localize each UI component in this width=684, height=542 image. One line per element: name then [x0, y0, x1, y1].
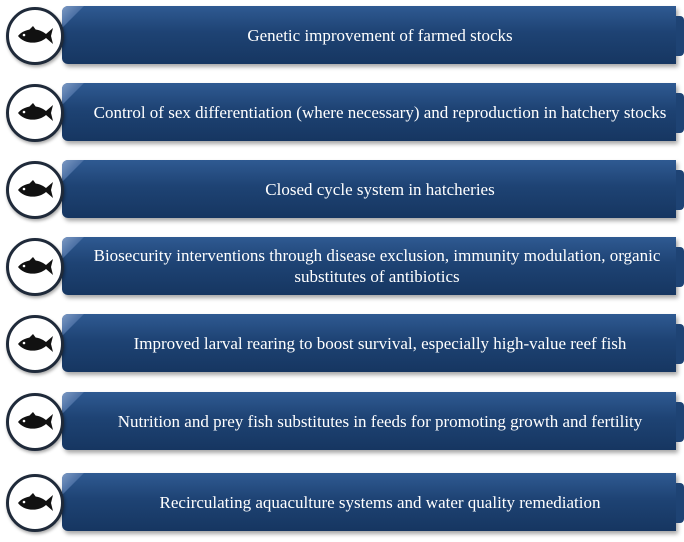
list-item: Closed cycle system in hatcheries [0, 156, 684, 220]
fish-icon [18, 103, 53, 121]
list-item: Recirculating aquaculture systems and wa… [0, 469, 684, 533]
fish-badge [6, 315, 64, 373]
item-label: Biosecurity interventions through diseas… [93, 246, 661, 286]
item-bar: Control of sex differentiation (where ne… [62, 83, 684, 141]
item-bar: Improved larval rearing to boost surviva… [62, 314, 684, 372]
item-label: Control of sex differentiation (where ne… [93, 102, 667, 122]
item-label: Recirculating aquaculture systems and wa… [159, 492, 601, 512]
item-label: Closed cycle system in hatcheries [265, 179, 495, 199]
list-item: Nutrition and prey fish substitutes in f… [0, 388, 684, 452]
list-item: Biosecurity interventions through diseas… [0, 233, 684, 297]
item-bar: Biosecurity interventions through diseas… [62, 237, 684, 295]
list-item: Control of sex differentiation (where ne… [0, 79, 684, 143]
fish-icon [18, 180, 53, 198]
item-bar: Genetic improvement of farmed stocks [62, 6, 684, 64]
item-label: Nutrition and prey fish substitutes in f… [117, 411, 643, 431]
fish-badge [6, 474, 64, 532]
item-bar: Nutrition and prey fish substitutes in f… [62, 392, 684, 450]
item-label: Genetic improvement of farmed stocks [247, 25, 513, 45]
item-bar: Recirculating aquaculture systems and wa… [62, 473, 684, 531]
fish-badge [6, 238, 64, 296]
item-label: Improved larval rearing to boost surviva… [133, 333, 627, 353]
fish-icon [18, 493, 53, 511]
fish-badge [6, 393, 64, 451]
fish-icon [18, 412, 53, 430]
fish-icon [18, 26, 53, 44]
item-bar: Closed cycle system in hatcheries [62, 160, 684, 218]
fish-icon [18, 257, 53, 275]
fish-badge [6, 7, 64, 65]
fish-badge [6, 84, 64, 142]
fish-badge [6, 161, 64, 219]
list-item: Genetic improvement of farmed stocks [0, 2, 684, 66]
list-item: Improved larval rearing to boost surviva… [0, 310, 684, 374]
fish-icon [18, 334, 53, 352]
